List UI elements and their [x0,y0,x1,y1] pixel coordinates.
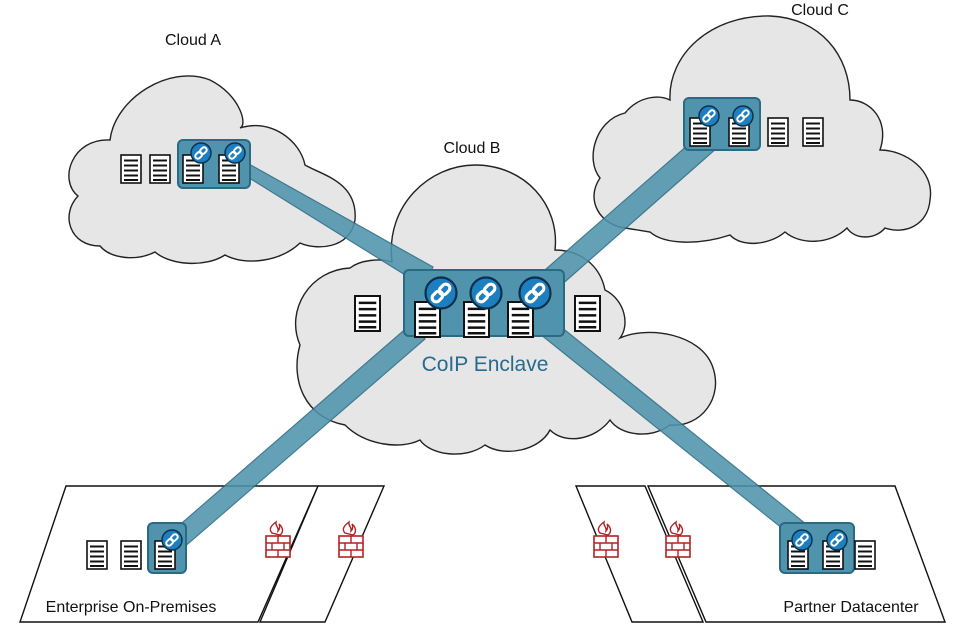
server-icon [767,117,789,147]
server-icon [802,117,824,147]
enterprise-panel-2 [258,485,386,623]
cloud-b-label: Cloud B [444,140,501,157]
server-icon [854,540,876,570]
partner-label: Partner Datacenter [783,599,919,616]
link-node-icon [791,529,813,551]
link-node-icon [190,142,212,164]
cloud-c [592,15,932,245]
links [159,129,823,556]
link-node-icon [826,529,848,551]
server-icon [120,154,142,184]
link-node-icon [732,105,754,127]
server-icon [86,540,108,570]
server-icon [149,154,171,184]
link-node-icon [161,529,183,551]
cloud-a-label: Cloud A [165,32,221,49]
server-icon [353,294,382,333]
partner-panel-1 [574,485,705,623]
cloud-c-shape [592,15,932,245]
link-node-icon [423,275,459,311]
link-node-icon [468,275,504,311]
server-icon [573,294,602,333]
server-icon [120,540,142,570]
link-node-icon [698,105,720,127]
link-node-icon [517,275,553,311]
link-node-icon [224,142,246,164]
enterprise-label: Enterprise On-Premises [46,599,217,616]
enclave-label: CoIP Enclave [422,353,549,376]
cloud-c-label: Cloud C [791,2,849,19]
